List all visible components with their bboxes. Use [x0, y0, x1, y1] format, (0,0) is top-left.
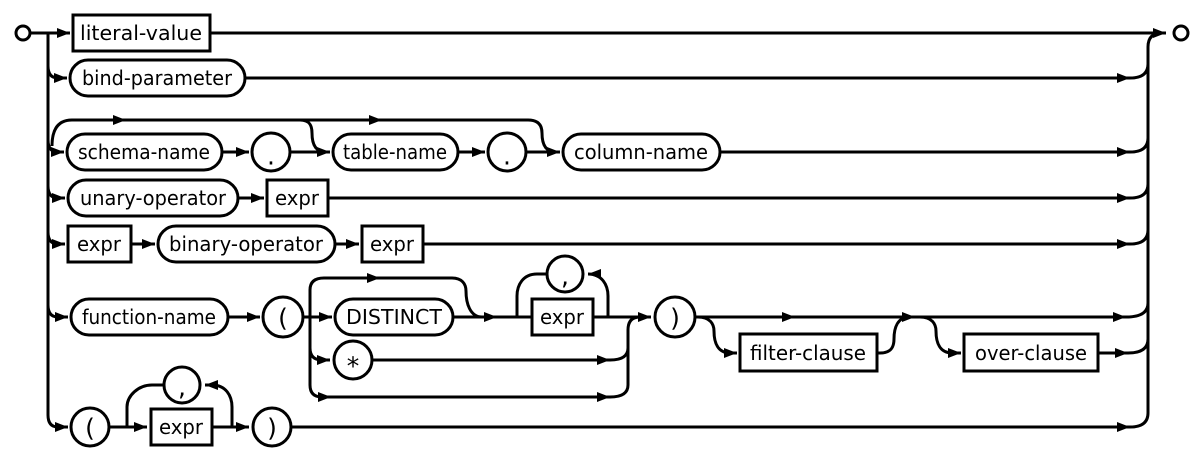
merge-curve	[1129, 229, 1150, 246]
alt-unary-expression: unary-operator expr	[46, 178, 1150, 218]
merge-curve	[1129, 412, 1150, 429]
branch-curve	[46, 65, 59, 80]
skip-drop-end	[527, 118, 557, 154]
table-name-label: table-name	[343, 140, 447, 164]
over-branch-curve	[919, 315, 953, 355]
close-paren-label: )	[267, 414, 277, 443]
args-branch-bus	[308, 276, 325, 399]
star-merge-curve	[609, 347, 630, 362]
alt-bind-parameter: bind-parameter	[46, 58, 1150, 98]
expr-node[interactable]	[149, 407, 214, 447]
expr-label[interactable]: expr	[370, 232, 415, 256]
filter-clause-label[interactable]: filter-clause	[750, 341, 866, 365]
branch-curve	[46, 231, 59, 246]
alt-literal-value: literal-value	[31, 13, 1166, 53]
over-merge-curve	[1127, 338, 1150, 355]
distinct-skip-drop	[451, 276, 483, 319]
empty-merge-curve	[609, 384, 630, 399]
open-paren-label: (	[85, 414, 95, 443]
expr-label[interactable]: expr	[159, 415, 204, 439]
args-merge-bus	[626, 315, 641, 385]
filter-clause-node[interactable]	[738, 332, 879, 373]
distinct-keyword-label: DISTINCT	[346, 305, 443, 329]
literal-value-label[interactable]: literal-value	[80, 21, 202, 45]
star-terminal-label: *	[347, 352, 360, 381]
comma-terminal-label: ,	[561, 262, 569, 291]
comma-loop-left	[515, 272, 547, 317]
column-name-label: column-name	[574, 140, 708, 164]
merge-curve	[1129, 63, 1150, 80]
branch-curve	[46, 304, 59, 319]
skip-rise-curve	[50, 118, 73, 147]
dot-terminal-label: .	[267, 142, 275, 171]
alt-function-call: function-name ( DISTINCT expr , *	[46, 254, 1150, 402]
over-clause-label[interactable]: over-clause	[975, 341, 1087, 365]
filter-branch-curve	[697, 315, 731, 355]
skip-drop-mid	[299, 118, 327, 154]
schema-name-label: schema-name	[78, 140, 210, 164]
start-terminal-icon	[14, 24, 32, 42]
alt-binary-expression: expr binary-operator expr	[46, 224, 1150, 264]
function-name-label: function-name	[82, 305, 216, 329]
filter-merge-curve	[877, 315, 909, 355]
over-clause-node[interactable]	[962, 332, 1100, 373]
comma-loop-right-arrow	[205, 380, 234, 427]
binary-operator-label: binary-operator	[169, 232, 324, 256]
comma-terminal-label: ,	[178, 373, 186, 402]
unary-operator-label: unary-operator	[80, 186, 227, 210]
merge-curve	[1129, 183, 1150, 200]
close-paren-label: )	[670, 304, 680, 333]
expr-node[interactable]	[360, 224, 425, 264]
comma-loop-left	[125, 383, 164, 427]
merge-curve	[1125, 302, 1150, 319]
alt-parenthesized-expr-list: ( expr , )	[55, 365, 1150, 448]
alt-column-reference: schema-name . table-name . column-name	[46, 115, 1150, 173]
dot-terminal-label: .	[503, 142, 511, 171]
star-branch-curve	[308, 347, 323, 362]
bind-parameter-label: bind-parameter	[82, 66, 233, 90]
expr-label[interactable]: expr	[77, 232, 122, 256]
comma-terminal-node	[162, 365, 202, 405]
merge-curve	[1129, 137, 1150, 154]
branch-curve	[46, 185, 59, 200]
expr-label[interactable]: expr	[540, 305, 585, 329]
end-terminal-icon	[1172, 24, 1190, 42]
comma-loop-right-arrow	[587, 269, 610, 317]
open-paren-label: (	[278, 304, 288, 333]
comma-terminal-node	[545, 254, 585, 294]
expr-label[interactable]: expr	[275, 186, 320, 210]
left-bus-line	[46, 33, 59, 429]
right-bus-line	[1146, 31, 1163, 413]
